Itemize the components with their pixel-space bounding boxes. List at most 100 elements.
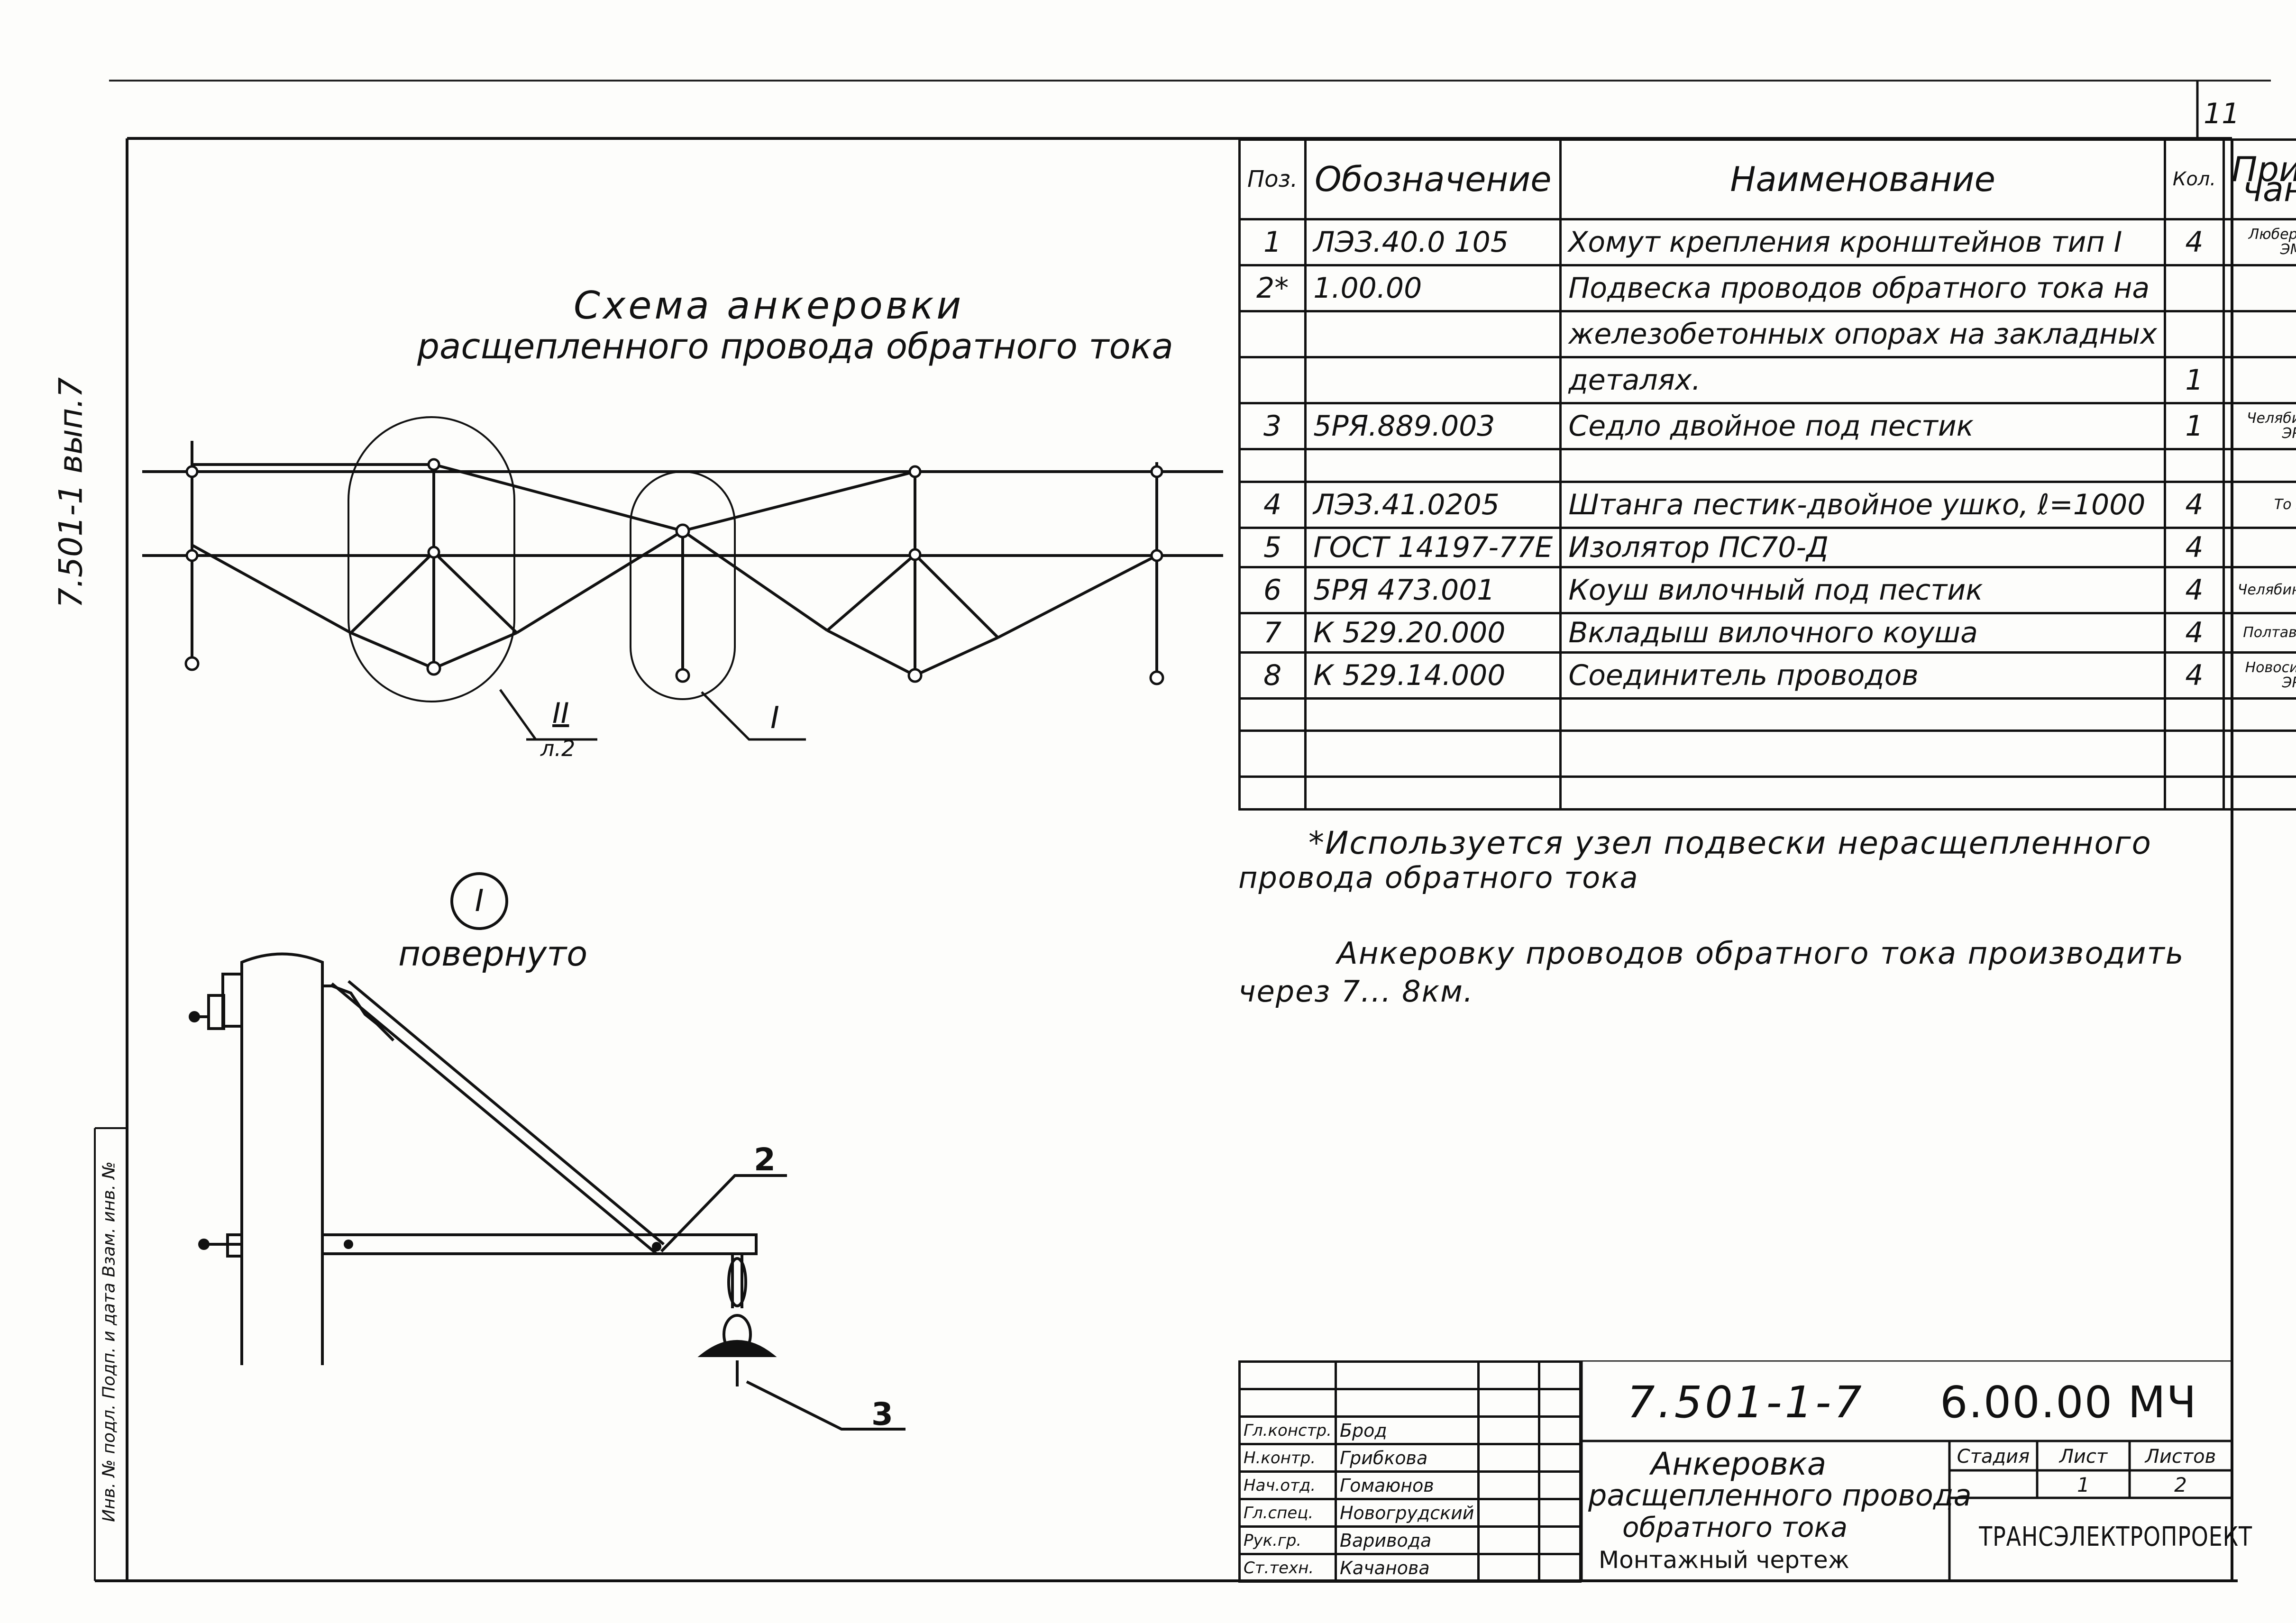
title-line4: Монтажный чертеж (1599, 1546, 1849, 1574)
spec-note: То же (2223, 480, 2296, 529)
spec-note: Челябинск. ЭРЗ (2223, 565, 2296, 614)
header-note: Приме-чание (2223, 138, 2296, 220)
spec-code (1304, 448, 1562, 483)
spec-pos (1238, 310, 1307, 359)
spec-qty: 4 (2163, 527, 2225, 568)
spec-name (1559, 448, 2166, 483)
spec-code (1304, 775, 1562, 811)
sheets-value: 2 (2174, 1473, 2187, 1496)
spec-note: Полтавск. ТРЗ (2223, 611, 2296, 654)
signature-name: Варивода (1334, 1525, 1480, 1555)
signature-role: Нач.отд. (1238, 1470, 1337, 1500)
spec-code: ГОСТ 14197-77Е (1304, 527, 1562, 568)
spec-qty: 4 (2163, 651, 2225, 700)
spec-name: Седло двойное под пестик (1559, 402, 2166, 451)
detail-pos-3: 3 (871, 1396, 893, 1432)
spec-pos: 3 (1238, 402, 1307, 451)
signature-name: Гомаюнов (1334, 1470, 1480, 1500)
spec-pos: 7 (1238, 611, 1307, 654)
signature-row: Ст.техн.Качанова (1238, 1553, 1582, 1583)
signature-name: Брод (1334, 1415, 1480, 1445)
spec-note (2223, 264, 2296, 313)
signature-mark (1477, 1415, 1541, 1445)
signature-mark (1477, 1443, 1541, 1473)
signature-role: Ст.техн. (1238, 1553, 1337, 1583)
spec-qty (2163, 264, 2225, 313)
spec-pos: 4 (1238, 480, 1307, 529)
signature-name: Грибкова (1334, 1443, 1480, 1473)
stage-header: Стадия (1957, 1446, 2030, 1468)
spec-note (2223, 310, 2296, 359)
spec-name: железобетонных опорах на закладных (1559, 310, 2166, 359)
spec-qty: 4 (2163, 565, 2225, 614)
signature-row: Гл.констр.Брод (1238, 1415, 1582, 1445)
spec-note (2223, 356, 2296, 405)
callout-ii-label: II (552, 697, 569, 730)
spec-note (2223, 697, 2296, 732)
spec-code: 5РЯ.889.003 (1304, 402, 1562, 451)
scheme-title-line1: Схема анкеровки (574, 283, 964, 328)
spec-code: К 529.20.000 (1304, 611, 1562, 654)
spec-note (2223, 527, 2296, 568)
spec-pos (1238, 775, 1307, 811)
title-block-lines (1238, 1360, 2232, 1581)
spec-code (1304, 697, 1562, 732)
signature-row: Н.контр.Грибкова (1238, 1443, 1582, 1473)
signature-date (1538, 1443, 1582, 1473)
spec-name: Коуш вилочный под пестик (1559, 565, 2166, 614)
signature-name: Новогрудский (1334, 1498, 1480, 1528)
spec-code (1304, 729, 1562, 778)
spec-qty (2163, 448, 2225, 483)
spec-row (1238, 697, 2296, 732)
spec-name: Вкладыш вилочного коуша (1559, 611, 2166, 654)
note2-line2: через 7... 8км. (1238, 974, 1474, 1009)
spec-pos: 2* (1238, 264, 1307, 313)
spec-note (2223, 448, 2296, 483)
spec-name (1559, 729, 2166, 778)
signature-date (1538, 1470, 1582, 1500)
spec-code (1304, 310, 1562, 359)
title-line2: расщепленного провода (1588, 1478, 1972, 1513)
sheets-header: Листов (2145, 1446, 2216, 1468)
spec-name: Изолятор ПС70-Д (1559, 527, 2166, 568)
spec-qty (2163, 697, 2225, 732)
spec-row (1238, 775, 2296, 811)
signature-date (1538, 1525, 1582, 1555)
spec-code: 5РЯ 473.001 (1304, 565, 1562, 614)
spec-code: К 529.14.000 (1304, 651, 1562, 700)
signature-role: Гл.констр. (1238, 1415, 1337, 1445)
spec-name: Штанга пестик-двойное ушко, ℓ=1000 (1559, 480, 2166, 529)
spec-name (1559, 697, 2166, 732)
spec-name: деталях. (1559, 356, 2166, 405)
scheme-title-line2: расщепленного провода обратного тока (417, 326, 1173, 367)
doc-code: 7.501-1-7 (1627, 1377, 1865, 1428)
detail-caption: повернуто (398, 934, 588, 974)
spec-qty: 4 (2163, 611, 2225, 654)
spec-code: 1.00.00 (1304, 264, 1562, 313)
spec-qty (2163, 310, 2225, 359)
spec-name: Хомут крепления кронштейнов тип I (1559, 218, 2166, 266)
spec-note (2223, 775, 2296, 811)
spec-code: ЛЭЗ.41.0205 (1304, 480, 1562, 529)
title-line1: Анкеровка (1651, 1446, 1827, 1482)
signature-role: Гл.спец. (1238, 1498, 1337, 1528)
spec-pos (1238, 697, 1307, 732)
doc-suffix: 6.00.00 МЧ (1940, 1377, 2197, 1428)
detail-marker: I (450, 872, 508, 930)
signature-row: Нач.отд.Гомаюнов (1238, 1470, 1582, 1500)
detail-pos-2: 2 (754, 1141, 776, 1178)
spec-row (1238, 448, 2296, 483)
signature-mark (1477, 1525, 1541, 1555)
spec-name: Соединитель проводов (1559, 651, 2166, 700)
specification-table: Поз. Обозначение Наименование Кол. Приме… (1238, 138, 2296, 811)
callout-ii-sheet: л.2 (540, 736, 576, 761)
spec-qty (2163, 729, 2225, 778)
signature-row: Гл.спец.Новогрудский (1238, 1498, 1582, 1528)
spec-pos (1238, 729, 1307, 778)
